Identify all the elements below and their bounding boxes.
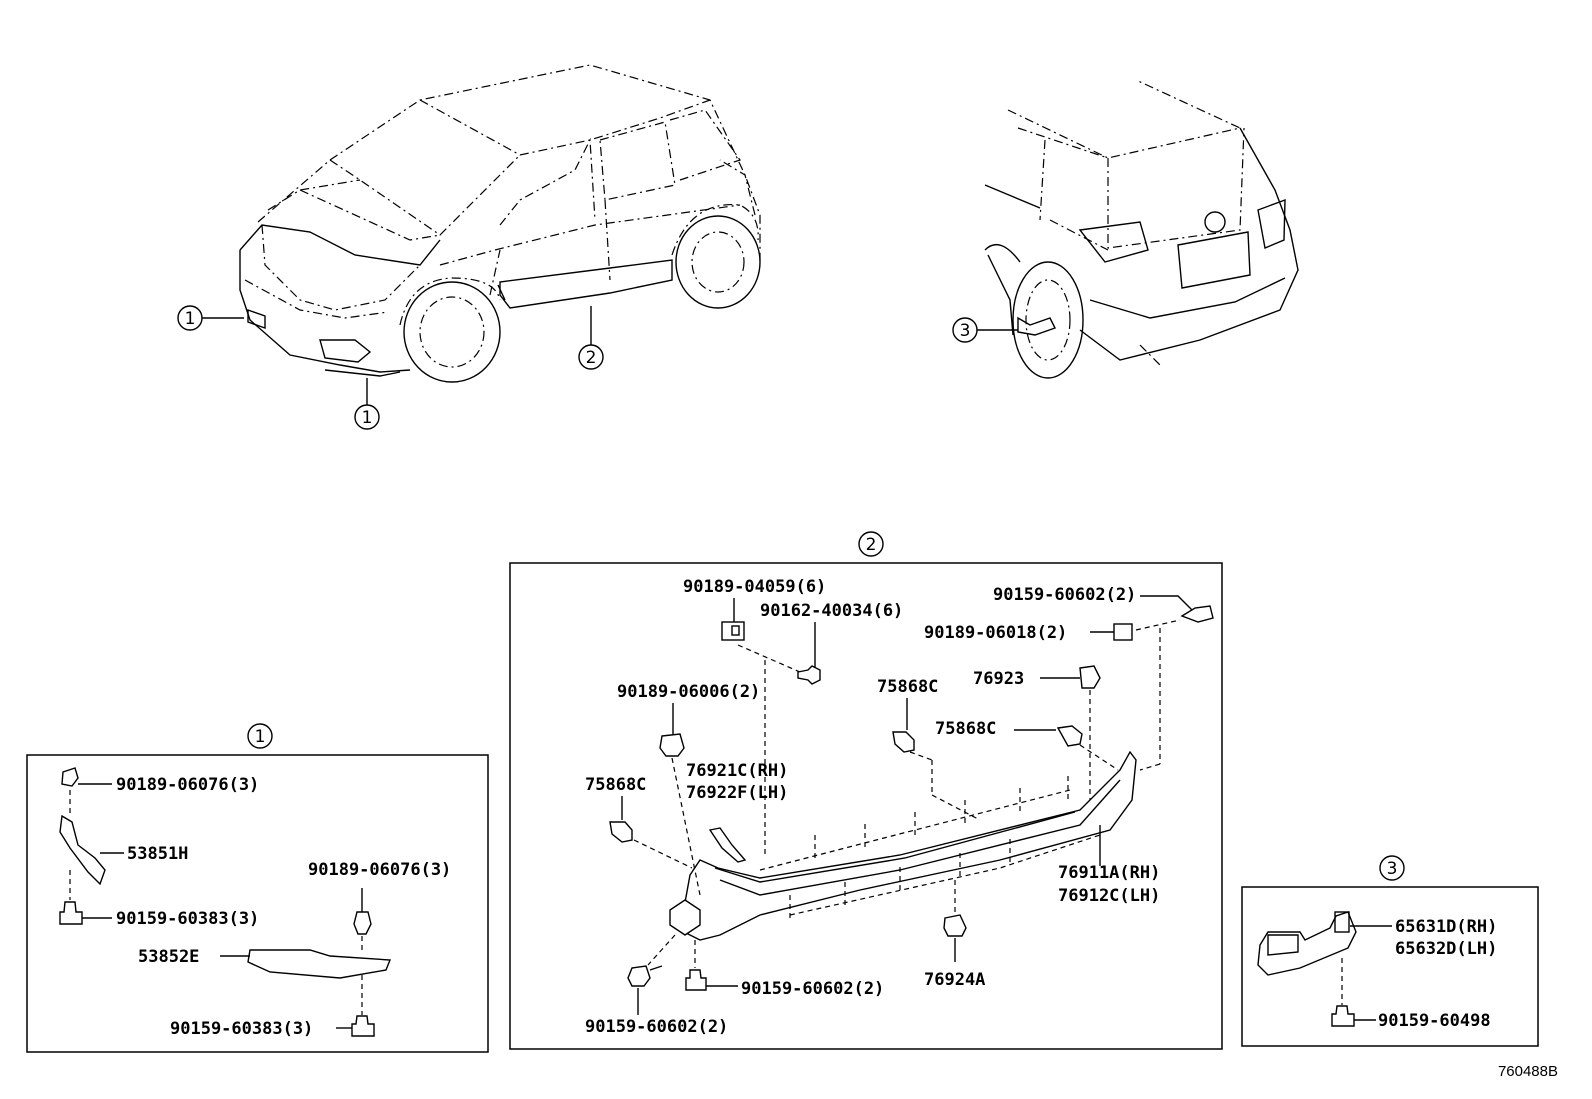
bolt-icon xyxy=(685,969,707,991)
part-label: 90159-60602(2) xyxy=(585,1017,728,1037)
callout-2-side[interactable]: 2 xyxy=(578,306,604,370)
clip-icon xyxy=(353,911,372,935)
part-label: 76912C(LH) xyxy=(1058,886,1160,906)
clip-icon xyxy=(1113,623,1133,641)
car-rear-view xyxy=(984,79,1299,379)
part-label: 90159-60383(3) xyxy=(116,909,259,929)
part-label: 75868C xyxy=(585,775,646,795)
clip-icon xyxy=(943,914,967,937)
svg-text:2: 2 xyxy=(586,348,597,368)
part-label: 90159-60602(2) xyxy=(741,979,884,999)
part-label: 90159-60498 xyxy=(1378,1011,1491,1031)
figure-code: 760488B xyxy=(1498,1063,1558,1080)
svg-text:3: 3 xyxy=(960,321,971,341)
part-label: 76923 xyxy=(973,669,1024,689)
svg-text:1: 1 xyxy=(362,408,373,428)
clip-icon xyxy=(659,733,685,757)
part-label: 76924A xyxy=(924,970,985,990)
clip-icon xyxy=(1079,665,1101,689)
liner-strip-icon xyxy=(708,827,747,863)
part-label: 65631D(RH) xyxy=(1395,917,1497,937)
part-label: 76921C(RH) xyxy=(686,761,788,781)
part-label: 53852E xyxy=(138,947,199,967)
bolt-icon xyxy=(351,1015,375,1037)
callout-3-rear[interactable]: 3 xyxy=(952,317,1018,343)
part-label: 53851H xyxy=(127,844,188,864)
clip-icon xyxy=(892,731,915,753)
callout-1-lower[interactable]: 1 xyxy=(324,369,401,430)
part-label: 90189-06006(2) xyxy=(617,682,760,702)
part-label: 75868C xyxy=(877,677,938,697)
part-label: 90189-06076(3) xyxy=(308,860,451,880)
svg-text:3: 3 xyxy=(1387,859,1398,879)
box-1-front-spoiler: 1 90189-06076(3) 53851H 90159-60383(3) 9… xyxy=(26,723,489,1053)
spoiler-lower-icon xyxy=(247,949,392,979)
part-label: 76911A(RH) xyxy=(1058,863,1160,883)
bolt-icon xyxy=(627,965,651,987)
spoiler-piece-icon xyxy=(59,814,106,886)
callout-1-upper[interactable]: 1 xyxy=(177,305,244,331)
screw-icon xyxy=(797,665,821,685)
box-2-callout xyxy=(858,531,884,557)
part-label: 65632D(LH) xyxy=(1395,939,1497,959)
svg-text:1: 1 xyxy=(185,309,196,329)
svg-text:2: 2 xyxy=(866,535,877,555)
clip-icon xyxy=(721,621,745,641)
part-label: 90189-06076(3) xyxy=(116,775,259,795)
bolt-icon xyxy=(1331,1005,1355,1027)
rocker-panel-icon xyxy=(679,750,1137,941)
box-3-callout xyxy=(1379,855,1405,881)
clip-icon xyxy=(1056,725,1083,747)
part-label: 76922F(LH) xyxy=(686,783,788,803)
bolt-icon xyxy=(59,901,83,925)
part-label: 90189-06018(2) xyxy=(924,623,1067,643)
mudguard-icon xyxy=(1257,911,1357,976)
box-2-rocker-panel: 2 90189-04059(6) 90162-40034(6) xyxy=(509,531,1223,1050)
bolt-icon xyxy=(1180,605,1214,623)
svg-text:1: 1 xyxy=(255,727,266,747)
part-label: 90159-60602(2) xyxy=(993,585,1136,605)
part-label: 90162-40034(6) xyxy=(760,601,903,621)
part-label: 75868C xyxy=(935,719,996,739)
clip-icon xyxy=(61,767,79,787)
part-label: 90159-60383(3) xyxy=(170,1019,313,1039)
box-3-mudguard: 3 65631D(RH) 65632D(LH) 90159-60498 xyxy=(1241,855,1539,1047)
car-front-view xyxy=(239,64,761,383)
box-1-callout xyxy=(247,723,273,749)
clip-icon xyxy=(609,821,633,843)
part-label: 90189-04059(6) xyxy=(683,577,826,597)
